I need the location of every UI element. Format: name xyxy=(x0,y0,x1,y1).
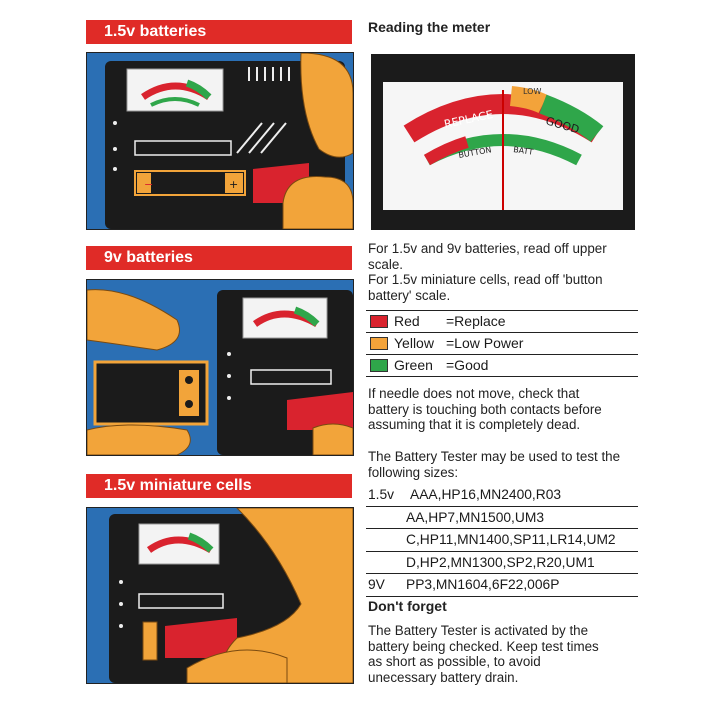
legend-color-name: Red xyxy=(394,313,420,329)
size-row: AA,HP7,MN1500,UM3 xyxy=(366,507,638,529)
size-row: 9V PP3,MN1604,6F22,006P xyxy=(366,574,638,597)
red-swatch-icon xyxy=(370,315,388,328)
size-voltage: 1.5v xyxy=(368,487,395,502)
size-list: AA,HP7,MN1500,UM3 xyxy=(406,509,545,525)
note-line: battery is touching both contacts before xyxy=(368,401,602,417)
instruction-line: scale. xyxy=(368,256,403,272)
color-legend: Red =Replace Yellow =Low Power Green =Go… xyxy=(366,310,638,377)
legend-meaning: =Good xyxy=(446,357,489,373)
tester-1-5v-icon: − + xyxy=(87,53,353,229)
dont-forget-line: unecessary battery drain. xyxy=(368,669,519,685)
note-line: assuming that it is completely dead. xyxy=(368,417,581,432)
size-list: C,HP11,MN1400,SP11,LR14,UM2 xyxy=(406,532,616,547)
legend-color-name: Yellow xyxy=(394,335,434,351)
size-list: D,HP2,MN1300,SP2,R20,UM1 xyxy=(406,554,595,570)
size-row: C,HP11,MN1400,SP11,LR14,UM2 xyxy=(366,529,638,552)
instruction-line: For 1.5v and 9v batteries, read off uppe… xyxy=(368,241,607,256)
svg-text:−: − xyxy=(144,178,153,191)
section-title-1-5v: 1.5v batteries xyxy=(86,20,352,44)
note-line: If needle does not move, check that xyxy=(368,386,580,401)
sizes-intro: The Battery Tester may be used to test t… xyxy=(368,449,643,480)
section-title-miniature-cells: 1.5v miniature cells xyxy=(86,474,352,498)
yellow-swatch-icon xyxy=(370,337,388,350)
legend-row-red: Red =Replace xyxy=(366,311,638,333)
illustration-9v-batteries xyxy=(86,279,354,456)
instruction-line: For 1.5v miniature cells, read off 'butt… xyxy=(368,272,603,287)
scale-instructions: For 1.5v and 9v batteries, read off uppe… xyxy=(368,241,643,303)
section-title-9v: 9v batteries xyxy=(86,246,352,270)
legend-row-yellow: Yellow =Low Power xyxy=(366,333,638,355)
dont-forget-line: battery being checked. Keep test times xyxy=(368,638,599,654)
legend-row-green: Green =Good xyxy=(366,355,638,377)
instruction-line: battery' scale. xyxy=(368,287,451,303)
meter-heading: Reading the meter xyxy=(368,19,491,35)
legend-meaning: =Replace xyxy=(446,313,506,329)
dont-forget-heading: Don't forget xyxy=(368,598,447,614)
size-row: 1.5v AAA,HP16,MN2400,R03 xyxy=(366,484,638,507)
illustration-1-5v-batteries: − + xyxy=(86,52,354,230)
illustration-miniature-cells xyxy=(86,507,354,684)
size-row: D,HP2,MN1300,SP2,R20,UM1 xyxy=(366,552,638,574)
size-list: PP3,MN1604,6F22,006P xyxy=(406,577,560,592)
needle-note: If needle does not move, check that batt… xyxy=(368,386,643,433)
size-voltage: 9V xyxy=(368,577,385,592)
meter-label-low: LOW xyxy=(523,87,541,96)
dont-forget-text: The Battery Tester is activated by the b… xyxy=(368,623,643,685)
sizes-table: 1.5v AAA,HP16,MN2400,R03 AA,HP7,MN1500,U… xyxy=(366,484,638,597)
dont-forget-line: The Battery Tester is activated by the xyxy=(368,623,589,638)
meter-figure: REPLACE GOOD LOW BUTTON BATT xyxy=(371,54,635,230)
meter-dial-icon: REPLACE GOOD LOW BUTTON BATT xyxy=(371,54,635,230)
intro-line: The Battery Tester may be used to test t… xyxy=(368,449,621,464)
dont-forget-line: as short as possible, to avoid xyxy=(368,654,541,669)
svg-text:+: + xyxy=(229,178,238,191)
green-swatch-icon xyxy=(370,359,388,372)
legend-color-name: Green xyxy=(394,357,433,373)
intro-line: following sizes: xyxy=(368,464,459,480)
legend-meaning: =Low Power xyxy=(446,335,524,351)
tester-miniature-icon xyxy=(87,508,353,683)
tester-9v-icon xyxy=(87,280,353,455)
size-list: AAA,HP16,MN2400,R03 xyxy=(410,487,562,502)
meter-label-batt: BATT xyxy=(513,145,534,157)
